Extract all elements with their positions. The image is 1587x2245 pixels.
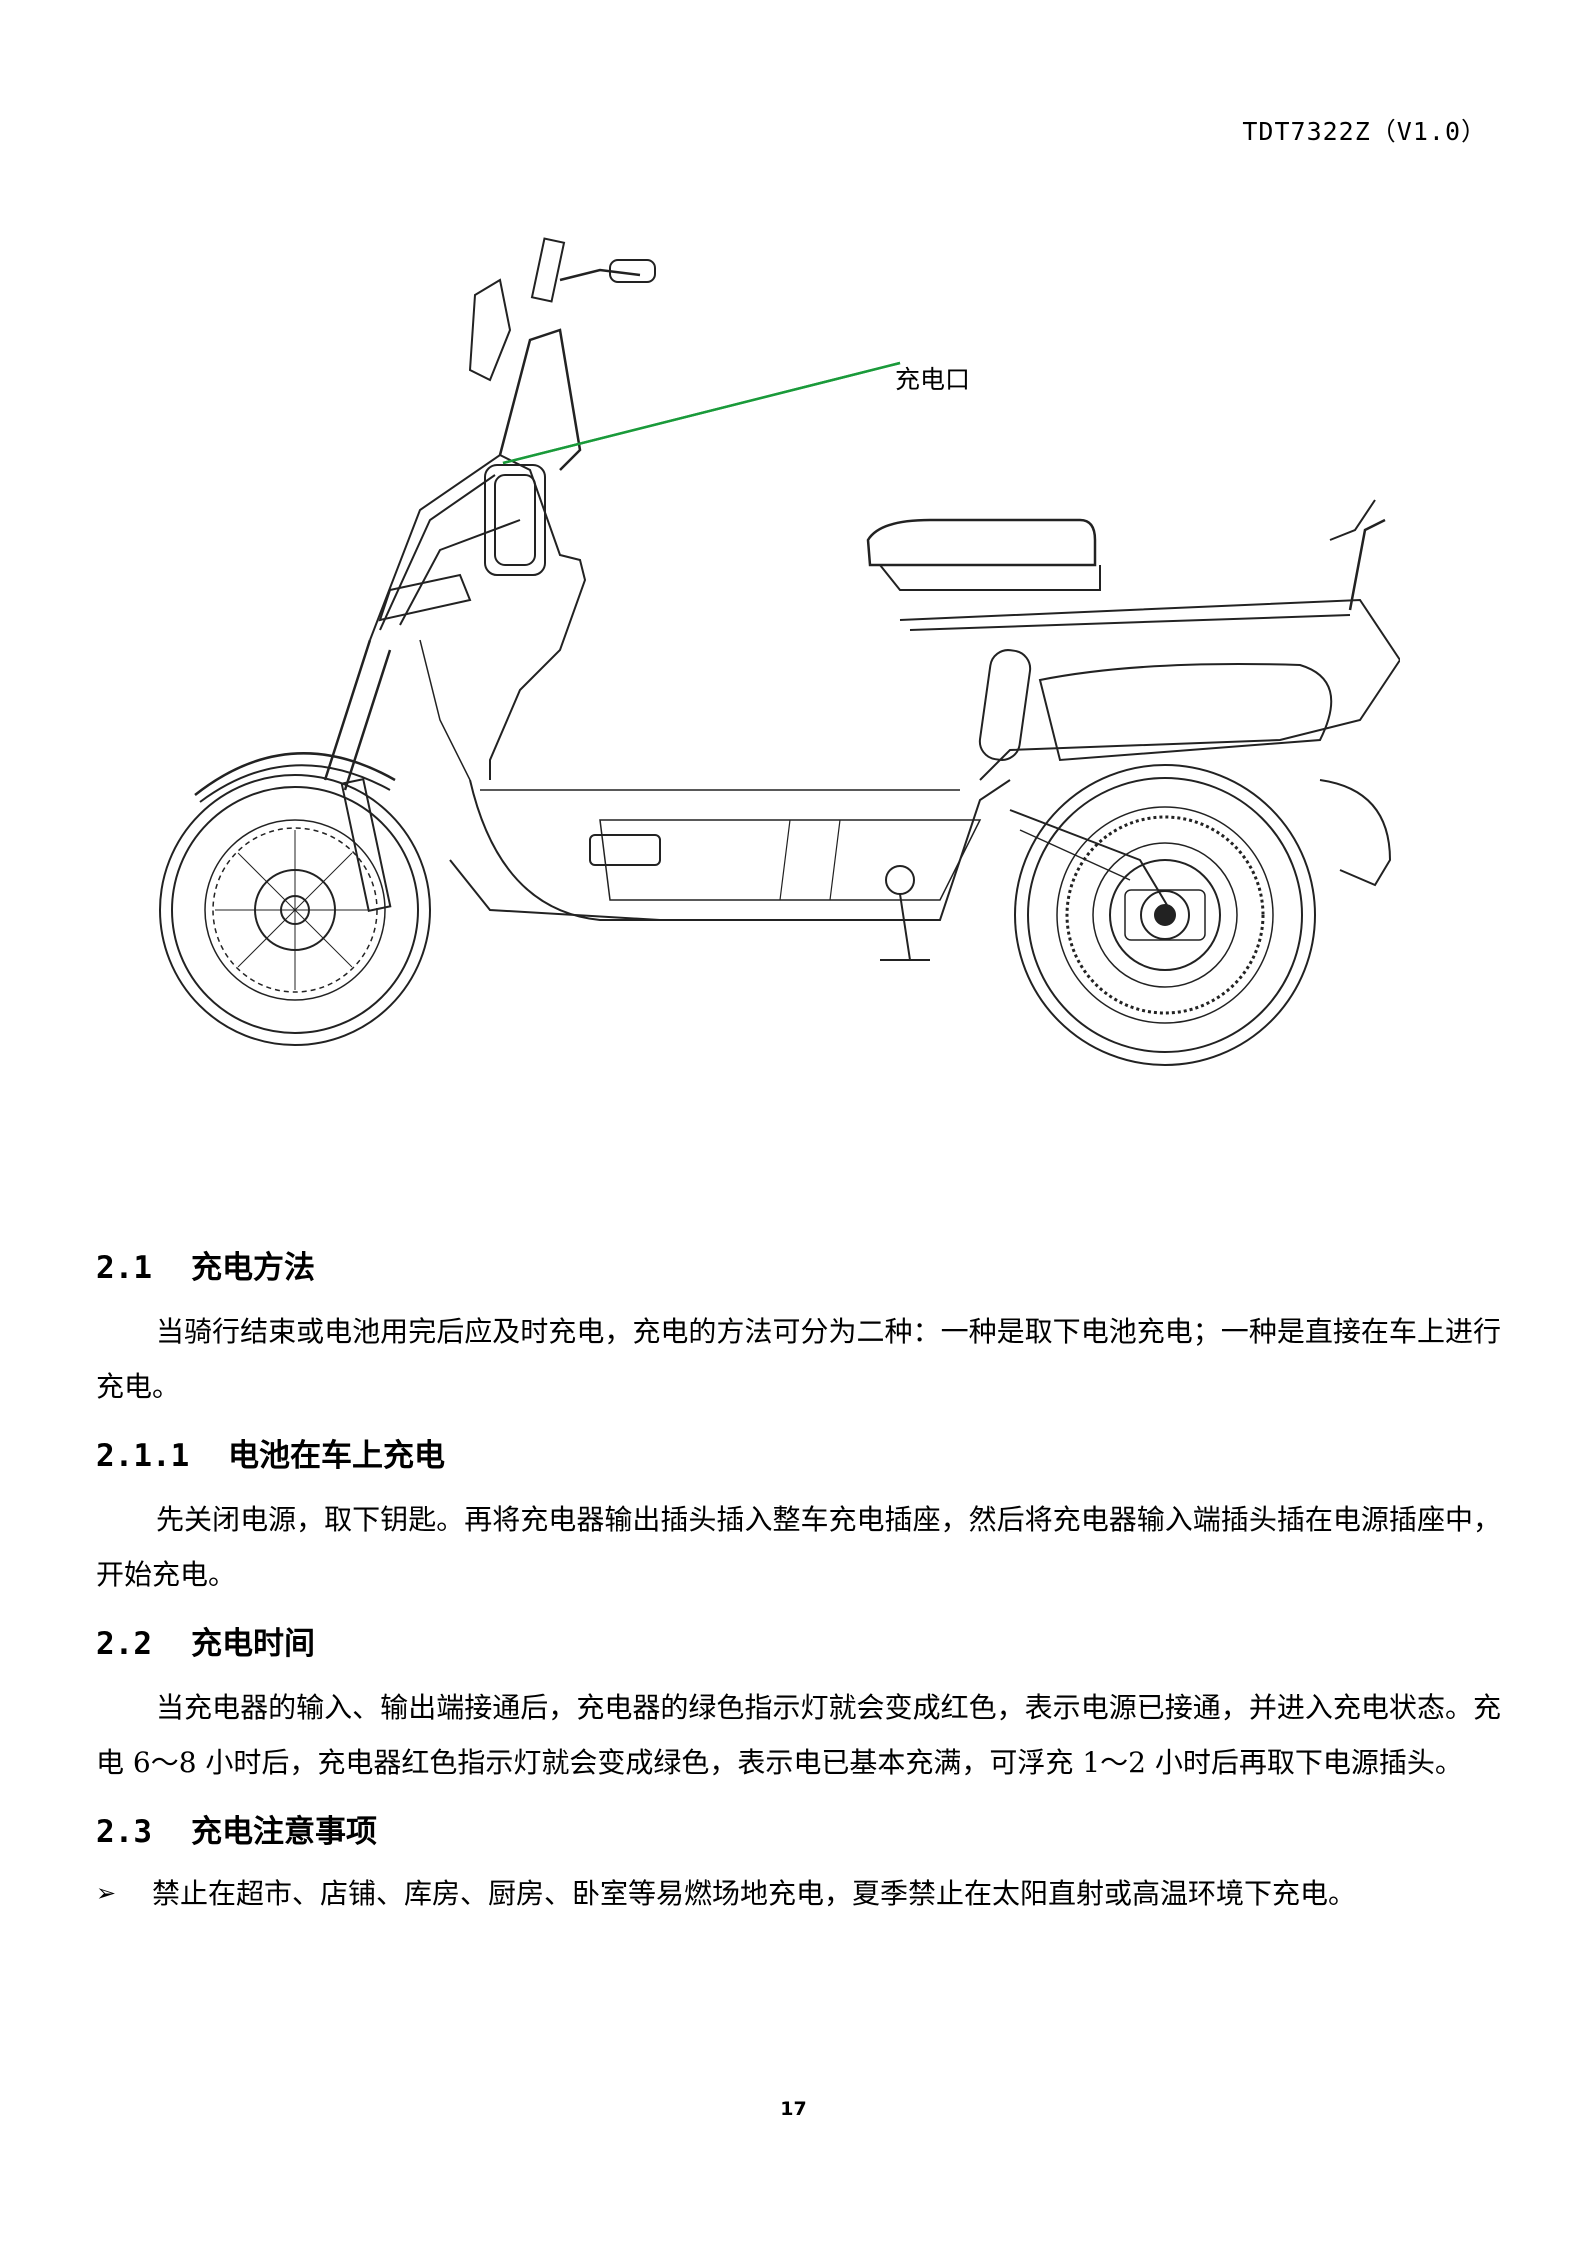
section-heading: 2.1 充电方法 [96,1240,1501,1296]
charging-port-callout: 充电口 [895,365,971,394]
rear-wheel [1014,764,1316,1066]
section-paragraph: 先关闭电源，取下钥匙。再将充电器输出插头插入整车充电插座，然后将充电器输入端插头… [96,1503,1501,1591]
section-charge-on-vehicle: 2.1.1 电池在车上充电 先关闭电源，取下钥匙。再将充电器输出插头插入整车充电… [96,1428,1501,1602]
section-number: 2.1.1 [96,1438,190,1474]
page-content: 2.1 充电方法 当骑行结束或电池用完后应及时充电，充电的方法可分为二种：一种是… [96,1240,1501,1921]
section-number: 2.2 [96,1626,152,1662]
section-number: 2.1 [96,1250,152,1286]
scooter-line-drawing [140,220,1402,1100]
arrow-bullet-icon: ➢ [96,1879,117,1907]
section-number: 2.3 [96,1814,152,1850]
section-heading: 2.3 充电注意事项 [96,1804,1501,1860]
section-title: 充电方法 [191,1250,315,1286]
page-number: 17 [780,2098,807,2120]
section-title: 充电注意事项 [191,1814,377,1850]
section-charging-precautions: 2.3 充电注意事项 ➢ 禁止在超市、店铺、库房、厨房、卧室等易燃场地充电，夏季… [96,1804,1501,1921]
section-paragraph: 当骑行结束或电池用完后应及时充电，充电的方法可分为二种：一种是取下电池充电；一种… [96,1315,1501,1403]
front-wheel [159,774,431,1046]
section-charging-method: 2.1 充电方法 当骑行结束或电池用完后应及时充电，充电的方法可分为二种：一种是… [96,1240,1501,1414]
section-heading: 2.2 充电时间 [96,1616,1501,1672]
bullet-item: ➢ 禁止在超市、店铺、库房、厨房、卧室等易燃场地充电，夏季禁止在太阳直射或高温环… [96,1866,1501,1921]
section-charging-time: 2.2 充电时间 当充电器的输入、输出端接通后，充电器的绿色指示灯就会变成红色，… [96,1616,1501,1790]
section-paragraph: 当充电器的输入、输出端接通后，充电器的绿色指示灯就会变成红色，表示电源已接通，并… [96,1691,1501,1779]
subsection-heading: 2.1.1 电池在车上充电 [96,1428,1501,1484]
section-title: 电池在车上充电 [228,1438,445,1474]
section-title: 充电时间 [191,1626,315,1662]
document-code: TDT7322Z（V1.0） [1242,117,1487,146]
bullet-text: 禁止在超市、店铺、库房、厨房、卧室等易燃场地充电，夏季禁止在太阳直射或高温环境下… [152,1877,1357,1910]
